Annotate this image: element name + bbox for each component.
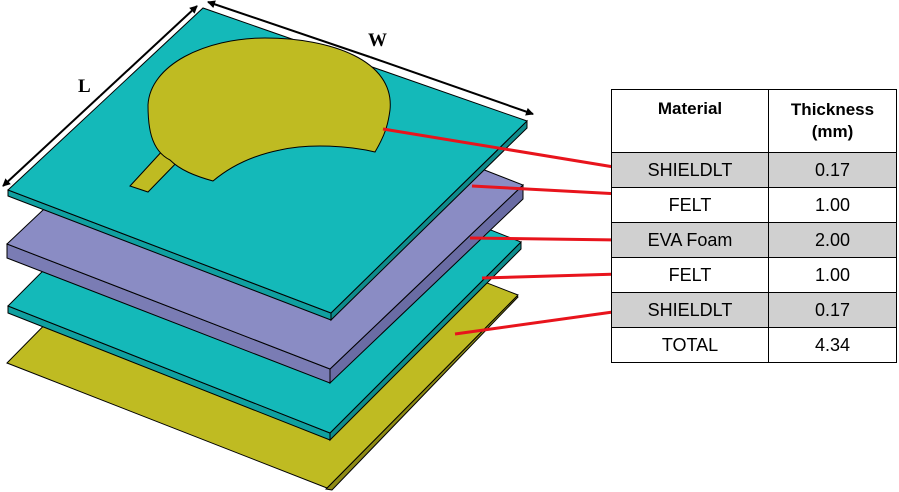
row-thickness: 0.17 xyxy=(768,152,897,188)
table-row: SHIELDLT 0.17 xyxy=(611,152,897,188)
row-material: FELT xyxy=(611,187,769,223)
row-thickness: 1.00 xyxy=(768,257,897,293)
table-row-total: TOTAL 4.34 xyxy=(611,327,897,363)
leader-line-shieldlt-top xyxy=(382,127,621,170)
length-dimension-arrow xyxy=(99,5,198,97)
length-label: L xyxy=(78,76,91,97)
leader-lines xyxy=(382,127,621,336)
header-material: Material xyxy=(611,89,769,153)
row-material: FELT xyxy=(611,257,769,293)
row-material: EVA Foam xyxy=(611,222,769,258)
material-thickness-table: Material Thickness (mm) SHIELDLT 0.17 FE… xyxy=(611,89,897,363)
width-label: W xyxy=(368,30,387,51)
table-row: FELT 1.00 xyxy=(611,257,897,293)
dimension-arrows: L W xyxy=(2,0,534,187)
row-thickness: 2.00 xyxy=(768,222,897,258)
row-thickness: 1.00 xyxy=(768,187,897,223)
leader-line-eva-foam xyxy=(469,236,621,242)
table-row: FELT 1.00 xyxy=(611,187,897,223)
table-row: EVA Foam 2.00 xyxy=(611,222,897,258)
row-material: SHIELDLT xyxy=(611,152,769,188)
table-header-row: Material Thickness (mm) xyxy=(611,89,897,153)
width-dimension-arrow xyxy=(207,0,371,58)
top-felt-layer xyxy=(7,7,528,322)
leader-line-felt-bottom xyxy=(481,272,621,280)
row-material: SHIELDLT xyxy=(611,292,769,328)
total-thickness: 4.34 xyxy=(768,327,897,363)
leader-line-shieldlt-bottom xyxy=(454,309,621,336)
table-row: SHIELDLT 0.17 xyxy=(611,292,897,328)
row-thickness: 0.17 xyxy=(768,292,897,328)
header-thickness: Thickness (mm) xyxy=(768,89,897,153)
total-label: TOTAL xyxy=(611,327,769,363)
leader-line-felt-top xyxy=(471,184,621,196)
antenna-patch xyxy=(129,37,391,193)
